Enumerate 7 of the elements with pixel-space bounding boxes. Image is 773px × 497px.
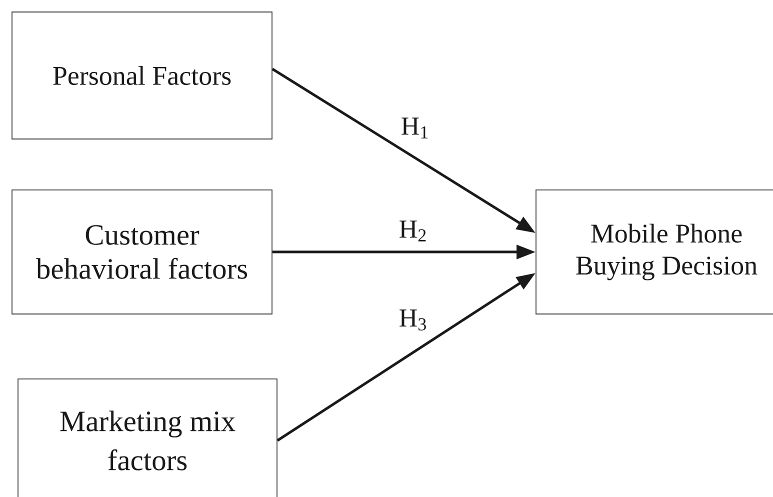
edge-label: H$_{3}$	[398, 308, 428, 332]
process-box: Personal Factors	[12, 12, 272, 140]
edge-label: H$_{1}$	[400, 116, 430, 140]
process-box: Marketing mix factors	[18, 378, 278, 497]
process-box: Mobile Phone Buying Decision	[536, 190, 773, 314]
edge-label: H$_{2}$	[398, 220, 428, 242]
process-box: Customer behavioral factors	[12, 190, 272, 314]
